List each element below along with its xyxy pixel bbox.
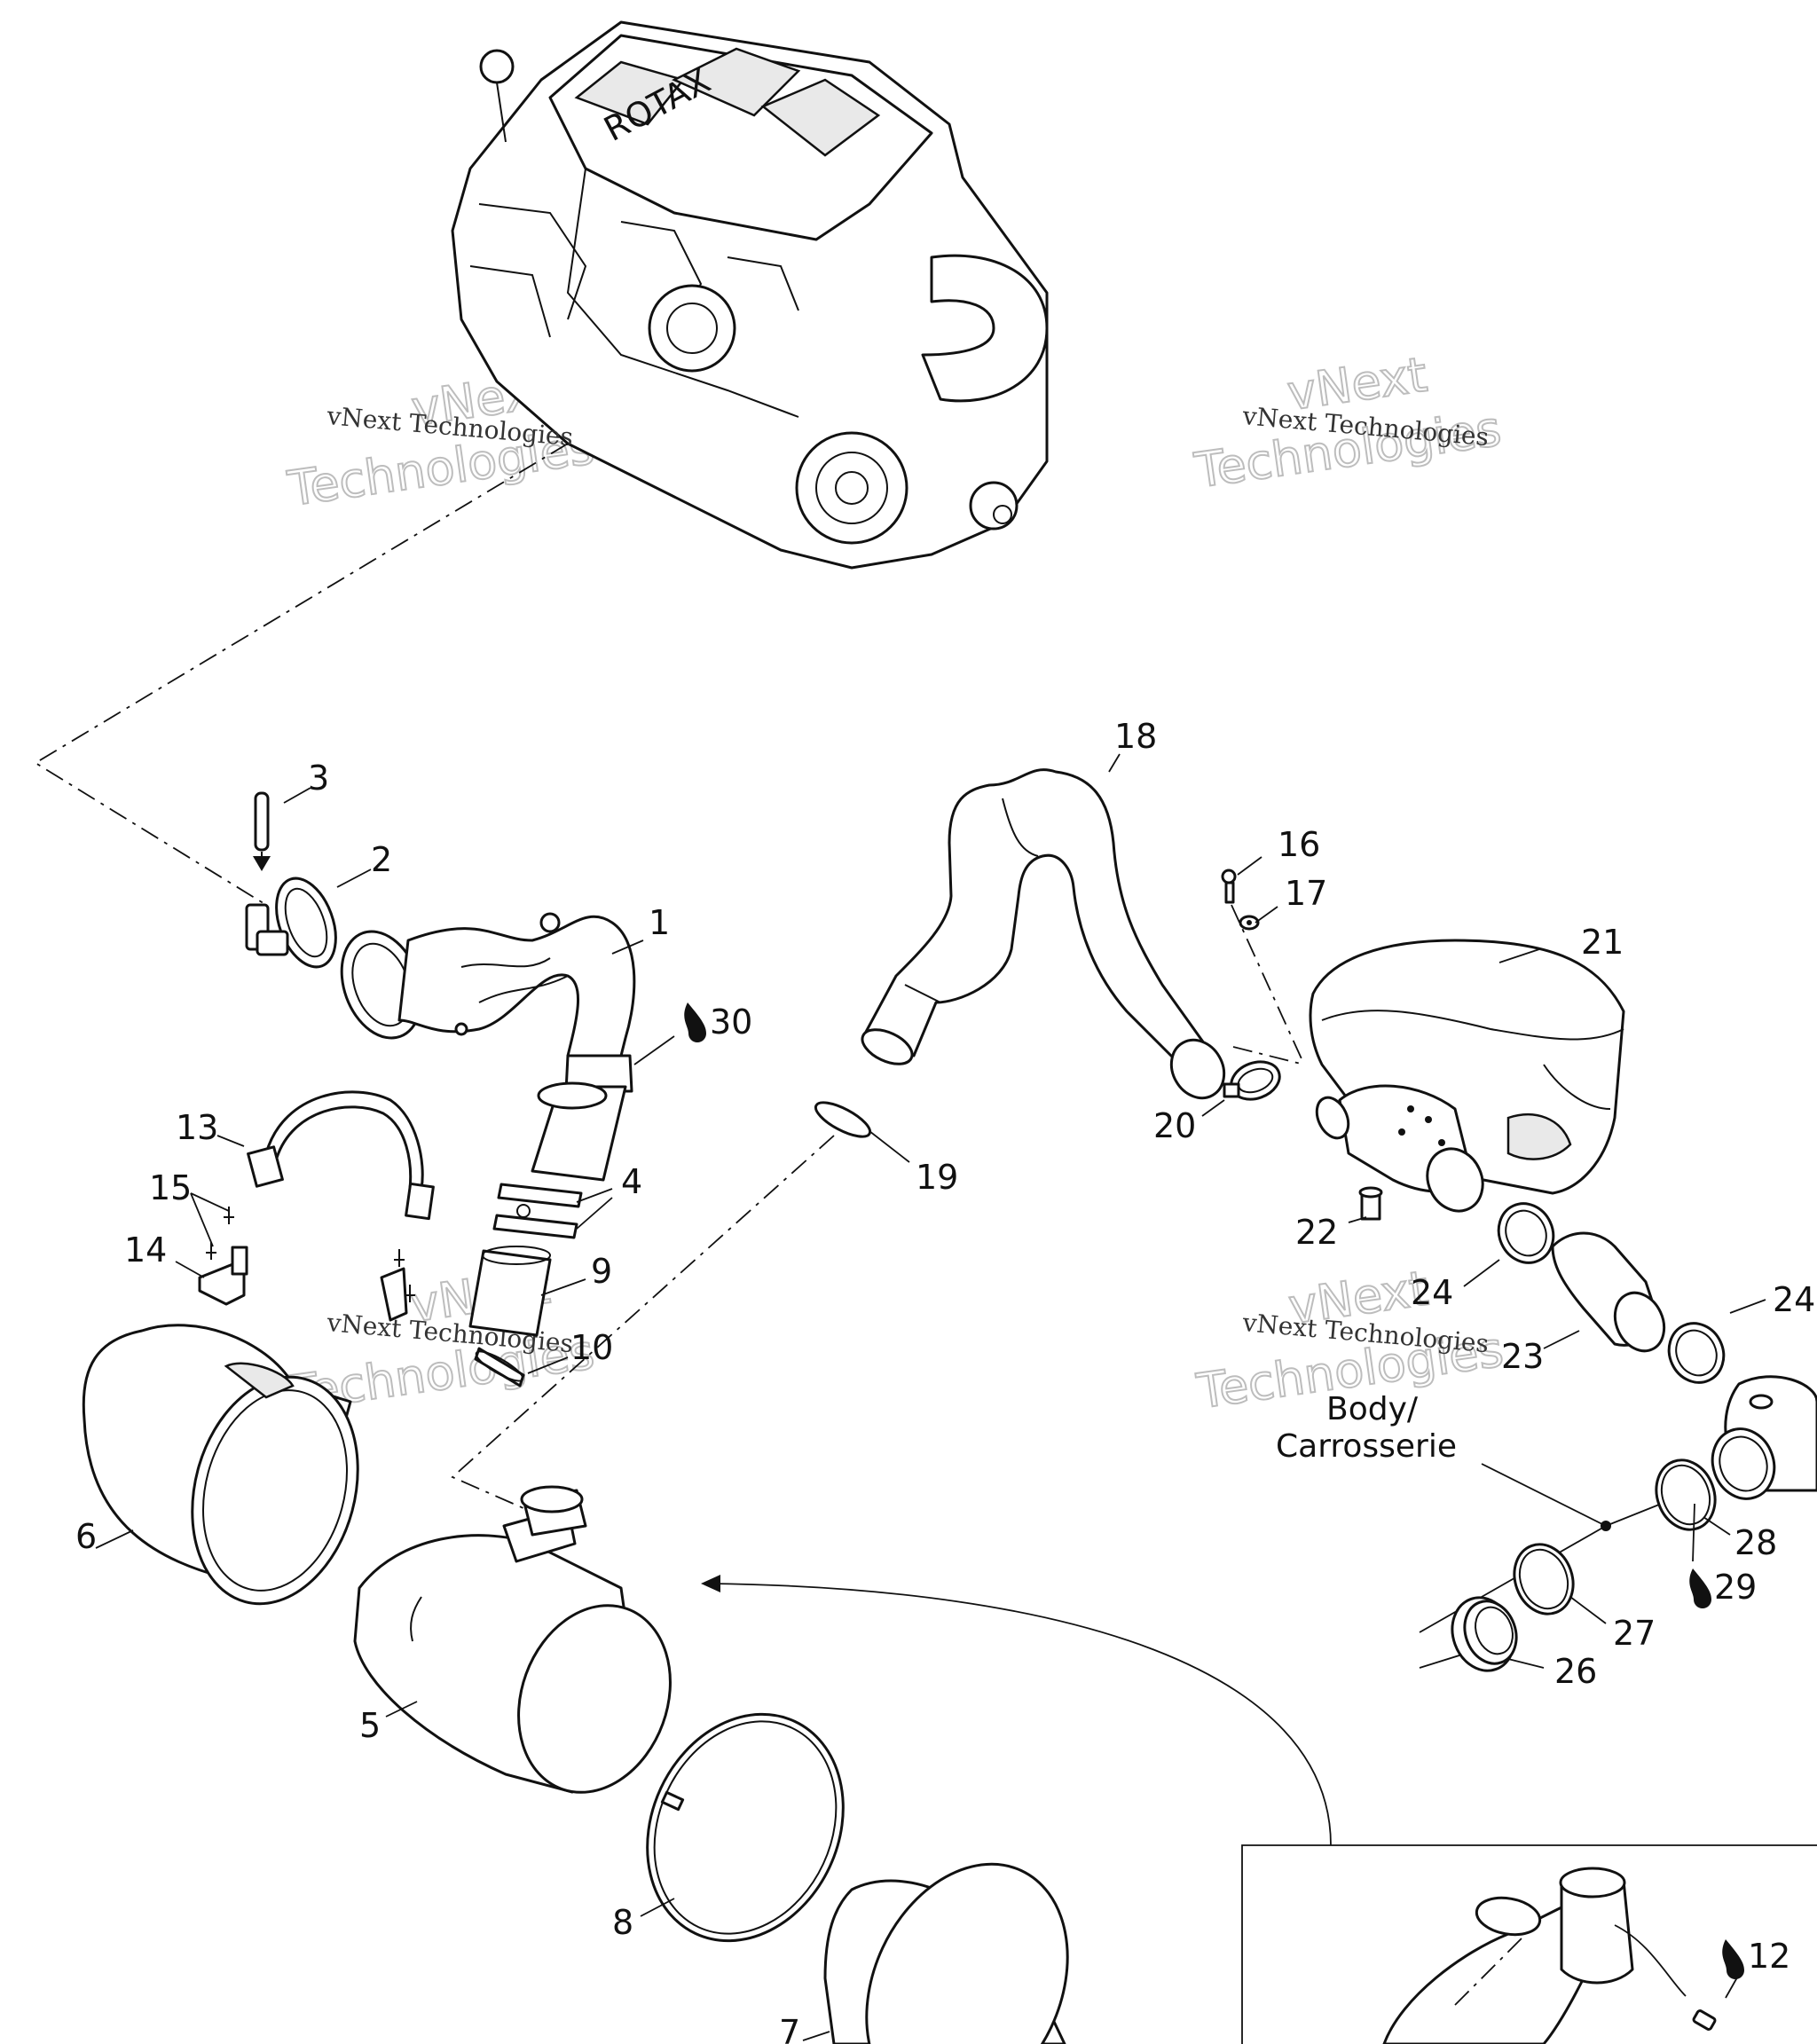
part-24-clamp-left <box>1497 1202 1555 1264</box>
callout-27: 27 <box>1613 1614 1656 1653</box>
callout-6: 6 <box>75 1517 97 1556</box>
callout-5: 5 <box>359 1706 381 1745</box>
part-15-screws <box>206 1207 415 1302</box>
part-17-washer <box>1239 915 1260 931</box>
part-20-clamp <box>1223 1060 1281 1101</box>
part-1-exhaust-pipe <box>340 912 636 1182</box>
part-16-screw <box>1221 869 1237 904</box>
callout-9: 9 <box>591 1252 612 1291</box>
callout-18: 18 <box>1114 717 1157 756</box>
callout-30: 30 <box>710 1002 752 1042</box>
callout-29: 29 <box>1714 1568 1757 1607</box>
callout-2: 2 <box>371 840 392 879</box>
part-23-elbow <box>1551 1231 1666 1353</box>
oil-drop-icon <box>1689 1568 1711 1608</box>
callout-1: 1 <box>649 903 670 942</box>
part-21-outlet <box>1315 1084 1484 1213</box>
part-19-ring <box>814 1101 872 1138</box>
callouts: 3 2 1 30 13 4 15 14 9 10 6 5 8 7 18 19 1… <box>75 717 1815 2044</box>
part-3-pin <box>253 791 271 871</box>
part-18-hose <box>861 768 1226 1100</box>
callout-10: 10 <box>570 1328 613 1367</box>
part-27-ring <box>1513 1543 1575 1616</box>
callout-4: 4 <box>621 1162 642 1201</box>
drop-icon-12 <box>1722 1939 1744 1979</box>
part-6-cylinder <box>82 1324 359 1606</box>
body-attachment-dot <box>1601 1521 1611 1531</box>
drop-icon-30 <box>684 1002 706 1042</box>
part-28-ring <box>1655 1458 1717 1531</box>
callout-7: 7 <box>779 2013 800 2044</box>
part-8-ring <box>646 1712 845 1943</box>
callout-21: 21 <box>1581 923 1624 962</box>
callout-23: 23 <box>1501 1337 1544 1376</box>
callout-24a: 24 <box>1411 1273 1453 1312</box>
drop-icon-29 <box>1689 1568 1711 1608</box>
part-13-strap <box>247 1090 435 1221</box>
part-5-muffler <box>353 1485 672 1794</box>
part-26-flange <box>1451 1596 1518 1672</box>
relocation-arrow <box>701 1575 1332 1846</box>
callout-16: 16 <box>1278 825 1320 864</box>
oil-drop-icon <box>684 1002 706 1042</box>
part-14-bracket <box>198 1246 408 1322</box>
callout-3: 3 <box>308 759 329 798</box>
callout-13: 13 <box>176 1108 218 1147</box>
body-note-line1: Body/ <box>1326 1391 1419 1427</box>
part-10-clamp <box>474 1347 525 1388</box>
callout-24b: 24 <box>1773 1280 1815 1319</box>
callout-22: 22 <box>1295 1213 1338 1252</box>
outlet-elbow <box>1711 1375 1817 1500</box>
part-24-clamp-right <box>1667 1322 1726 1384</box>
oil-drop-icon <box>1722 1939 1744 1979</box>
callout-28: 28 <box>1734 1523 1777 1562</box>
part-9-coupling <box>468 1246 552 1337</box>
part-4-clamps <box>492 1183 583 1239</box>
callout-17: 17 <box>1285 874 1327 913</box>
part-7-end-can <box>823 1862 1069 2044</box>
body-note-line2: Carrosserie <box>1276 1428 1457 1465</box>
callout-14: 14 <box>124 1230 167 1270</box>
callout-26: 26 <box>1554 1652 1597 1691</box>
part-2-clamp <box>245 877 337 969</box>
callout-19: 19 <box>916 1158 958 1197</box>
callout-12: 12 <box>1748 1937 1790 1976</box>
callout-15: 15 <box>149 1168 192 1207</box>
leader-lines <box>95 753 1766 2041</box>
callout-20: 20 <box>1153 1106 1196 1145</box>
inset-box <box>1241 1844 1817 2044</box>
part-22-plug <box>1358 1186 1383 1221</box>
engine-block: ROTAX <box>451 20 1049 570</box>
callout-8: 8 <box>612 1903 633 1942</box>
